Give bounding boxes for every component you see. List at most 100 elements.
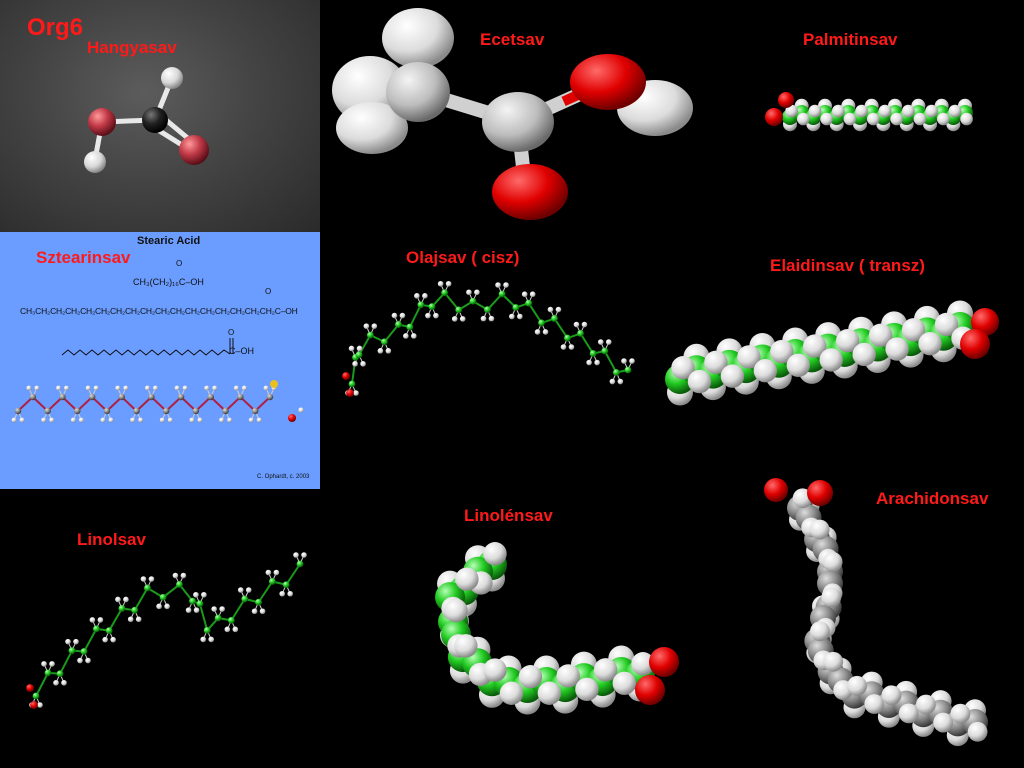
hydrogen-atom <box>819 560 841 583</box>
bond <box>178 575 184 585</box>
hydrogen-atom <box>737 345 761 369</box>
bond <box>408 304 422 328</box>
carbon-atom <box>933 105 950 121</box>
hydrogen-atom <box>459 316 466 322</box>
hydrogen-atom <box>934 312 959 337</box>
carbon-atom <box>441 289 449 297</box>
hydrogen-atom <box>925 104 938 118</box>
bond <box>550 309 555 319</box>
label-linolsav: Linolsav <box>77 530 146 549</box>
hydrogen-atom <box>224 626 231 633</box>
hydrogen-atom <box>815 322 842 349</box>
carbon-atom <box>910 701 937 728</box>
carbon-atom <box>68 647 76 655</box>
hydrogen-atom <box>466 289 472 296</box>
bond <box>95 619 101 630</box>
oxygen-atom <box>807 480 833 506</box>
hydrogen-atom <box>233 385 239 391</box>
carbon-atom <box>512 673 543 703</box>
hydrogen-atom <box>529 291 536 298</box>
bond <box>405 326 411 337</box>
hydrogen-atom <box>64 385 69 391</box>
carbon-atom <box>214 614 222 622</box>
bond <box>158 597 164 607</box>
carbon-atom <box>887 105 903 121</box>
bond <box>397 315 403 325</box>
hydrogen-atom <box>414 293 420 299</box>
carbon-atom <box>74 407 81 415</box>
hydrogen-atom <box>841 98 856 113</box>
carbon-atom <box>804 526 831 553</box>
bond <box>108 630 114 640</box>
carbon-atom <box>455 306 463 314</box>
carbon-atom <box>538 319 545 327</box>
carbonyl-o-2: O <box>265 287 272 296</box>
bond <box>358 354 364 365</box>
hydrogen-atom <box>89 617 96 623</box>
bond <box>130 610 136 620</box>
hydrogen-atom <box>829 117 844 132</box>
hydrogen-atom <box>822 552 843 572</box>
carbon-atom <box>817 558 843 585</box>
hydrogen-atom <box>241 385 247 391</box>
label-elaidinsav: Elaidinsav ( transz) <box>770 256 925 275</box>
hydrogen-atom <box>765 363 792 390</box>
oxygen-atom <box>346 389 354 397</box>
hydrogen-atom <box>174 385 180 391</box>
hydrogen-atom <box>49 661 55 667</box>
hydrogen-atom <box>853 117 867 132</box>
hydrogen-atom <box>449 657 476 684</box>
hydrogen-atom <box>450 590 477 617</box>
hydrogen-atom <box>41 661 47 667</box>
hydrogen-atom <box>958 98 972 113</box>
hydrogen-atom <box>78 417 84 423</box>
carbon-atom <box>763 347 794 378</box>
hydrogen-atom <box>667 379 693 406</box>
bond <box>486 293 503 311</box>
bond <box>117 599 123 609</box>
carbon-atom <box>807 637 834 664</box>
hydrogen-atom <box>265 569 272 576</box>
arachidonic-acid-model <box>764 478 988 747</box>
bond <box>271 572 277 582</box>
bond <box>46 396 64 412</box>
hydrogen-atom <box>803 334 827 358</box>
hydrogen-atom <box>951 326 975 350</box>
hydrogen-atom <box>245 587 252 593</box>
hydrogen-atom <box>589 681 616 708</box>
hydrogen-atom <box>683 343 710 370</box>
bond <box>592 350 605 355</box>
bond <box>501 284 507 295</box>
carbon-atom <box>159 593 167 601</box>
carbon-atom <box>163 407 170 415</box>
hydrogen-atom <box>110 636 116 643</box>
hydrogen-atom <box>597 339 604 345</box>
hydrogen-atom <box>542 329 549 335</box>
hydrogen-atom <box>814 526 837 549</box>
hydrogen-atom <box>594 359 600 366</box>
hydrogen-atom <box>479 565 505 592</box>
hydrogen-atom <box>437 570 464 597</box>
hydrogen-atom <box>273 569 280 576</box>
bond <box>55 673 61 683</box>
carbon-atom <box>782 109 798 125</box>
carbon-atom <box>118 605 126 612</box>
hydrogen-atom <box>474 289 480 296</box>
hydrogen-atom <box>140 576 147 582</box>
bond <box>35 672 49 697</box>
carbon-atom <box>352 354 359 361</box>
hydrogen-atom <box>866 112 880 126</box>
carbon-atom <box>348 380 356 388</box>
label-linolensav: Linolénsav <box>464 506 553 525</box>
hydrogen-atom <box>483 542 507 566</box>
carbon-atom <box>714 349 745 380</box>
hydrogen-atom <box>810 621 830 642</box>
carbon-atom <box>829 336 860 367</box>
hydrogen-atom <box>363 323 370 329</box>
hydrogen-atom <box>831 352 858 379</box>
linoleic-acid-model <box>26 552 307 709</box>
hydrogen-atom <box>411 333 417 339</box>
hydrogen-atom <box>385 348 392 354</box>
full-formula: CH₃CH₂CH₂CH₂CH₂CH₂CH₂CH₂CH₂CH₂CH₂CH₂CH₂C… <box>20 306 298 316</box>
hydrogen-atom <box>947 300 973 327</box>
